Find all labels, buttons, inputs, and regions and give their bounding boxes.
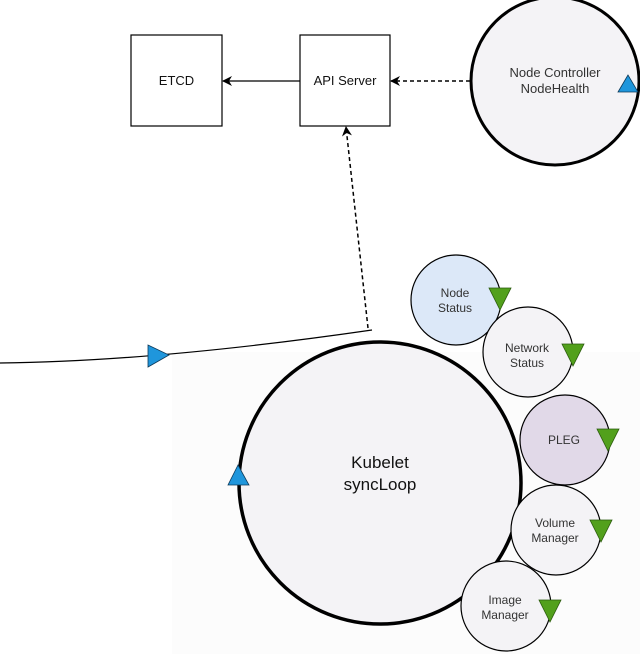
image-manager-direction-marker-icon bbox=[538, 599, 562, 623]
etcd-label: ETCD bbox=[159, 73, 194, 88]
api-server-label: API Server bbox=[314, 73, 378, 88]
volume-manager-node[interactable]: Volume Manager bbox=[510, 484, 613, 576]
network-status-label-line2: Status bbox=[510, 356, 544, 370]
api-server-node[interactable]: API Server bbox=[299, 34, 391, 127]
image-manager-node[interactable]: Image Manager bbox=[460, 560, 562, 652]
volume-manager-circle bbox=[510, 484, 602, 576]
network-status-label-line1: Network bbox=[505, 341, 550, 355]
kubelet-node[interactable]: Kubelet syncLoop bbox=[227, 340, 523, 626]
volume-manager-direction-marker-icon bbox=[589, 519, 613, 543]
node-status-label-line2: Status bbox=[438, 301, 472, 315]
node-controller-node[interactable]: Node Controller NodeHealth bbox=[469, 0, 640, 167]
image-manager-label-line1: Image bbox=[488, 593, 522, 607]
volume-manager-label-line2: Manager bbox=[531, 531, 578, 545]
pleg-label: PLEG bbox=[548, 433, 580, 447]
etcd-node[interactable]: ETCD bbox=[130, 34, 223, 127]
node-controller-circle bbox=[469, 0, 640, 167]
node-status-node[interactable]: Node Status bbox=[410, 254, 512, 346]
kubelet-label-line1: Kubelet bbox=[351, 453, 409, 472]
network-status-node[interactable]: Network Status bbox=[482, 306, 585, 398]
node-controller-label-line2: NodeHealth bbox=[521, 81, 590, 96]
node-controller-direction-marker-icon bbox=[617, 74, 639, 93]
pleg-node[interactable]: PLEG bbox=[519, 394, 620, 486]
node-controller-label-line1: Node Controller bbox=[509, 65, 601, 80]
etcd-box bbox=[130, 34, 223, 127]
incoming-flow-marker-icon bbox=[147, 344, 170, 368]
kubelet-direction-marker-icon bbox=[227, 464, 250, 486]
node-status-label-line1: Node bbox=[441, 286, 470, 300]
volume-manager-label-line1: Volume bbox=[535, 516, 575, 530]
api-server-box bbox=[299, 34, 391, 127]
network-status-direction-marker-icon bbox=[561, 343, 585, 367]
pleg-direction-marker-icon bbox=[596, 428, 620, 452]
node-status-direction-marker-icon bbox=[488, 287, 512, 311]
kubelet-label-line2: syncLoop bbox=[344, 475, 417, 494]
kubelet-to-api-arrow bbox=[342, 126, 369, 329]
image-manager-label-line2: Manager bbox=[481, 608, 528, 622]
